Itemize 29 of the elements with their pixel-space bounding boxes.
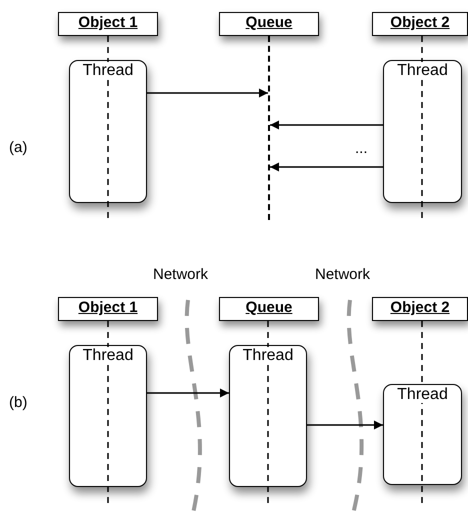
thread-box xyxy=(383,384,462,485)
panel-label: (a) xyxy=(9,139,28,156)
arrow xyxy=(147,388,229,398)
thread-box xyxy=(229,345,307,487)
panel-label: (b) xyxy=(9,394,28,411)
object-header-box xyxy=(372,12,468,36)
arrow xyxy=(270,120,383,130)
object-name: Object 1 xyxy=(78,14,138,31)
object-name: Object 1 xyxy=(78,299,138,316)
thread-box xyxy=(69,345,147,487)
thread-box xyxy=(69,60,147,203)
thread-box xyxy=(383,60,462,203)
thread-label: Thread xyxy=(396,386,449,403)
object-header-box xyxy=(372,297,468,321)
object-name: Object 2 xyxy=(390,14,450,31)
object-header-box xyxy=(58,12,158,36)
object-header-box xyxy=(58,297,158,321)
object-name: Queue xyxy=(246,299,292,316)
object-header-box xyxy=(219,297,319,321)
object-name: Queue xyxy=(246,14,292,31)
object-header-box xyxy=(219,12,319,36)
network-label: Network xyxy=(153,266,208,283)
arrow xyxy=(270,162,383,172)
arrow xyxy=(307,420,383,430)
arrow xyxy=(147,88,268,98)
ellipsis: ... xyxy=(355,140,368,157)
object-name: Object 2 xyxy=(390,299,450,316)
lifeline xyxy=(268,36,270,220)
network-label: Network xyxy=(315,266,370,283)
